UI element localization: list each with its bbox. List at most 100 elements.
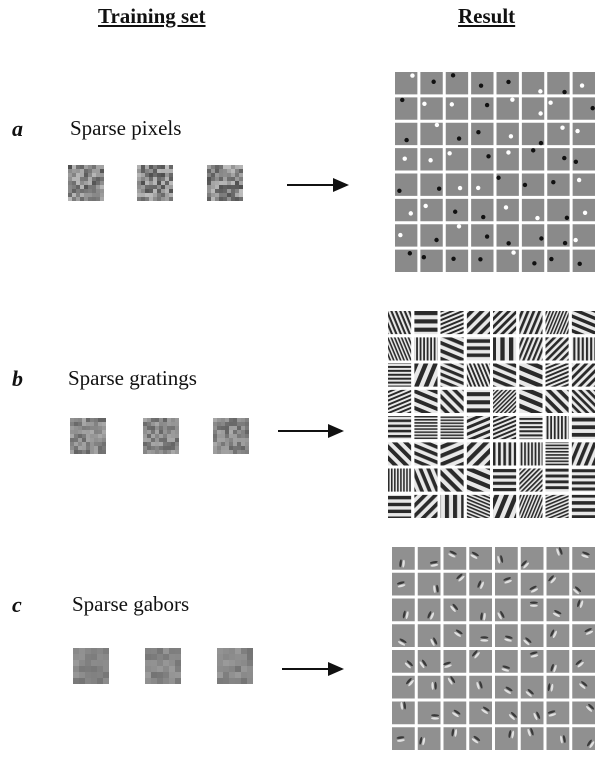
basis-function-tile: [546, 675, 570, 699]
training-patch-a-2: [137, 165, 173, 201]
basis-function-tile: [571, 442, 595, 466]
basis-function-tile: [395, 97, 418, 120]
basis-function-tile: [417, 701, 441, 725]
training-patch-c-3: [217, 648, 253, 684]
basis-function-tile: [520, 547, 544, 570]
basis-function-tile: [545, 494, 569, 518]
basis-function-tile: [519, 416, 543, 440]
basis-function-tile: [392, 624, 415, 647]
basis-function-tile: [546, 727, 570, 750]
basis-function-tile: [392, 650, 415, 673]
basis-function-tile: [547, 224, 570, 247]
basis-function-tile: [546, 624, 570, 647]
basis-function-tile: [466, 442, 490, 466]
basis-function-tile: [440, 416, 464, 440]
basis-function-tile: [520, 598, 544, 622]
basis-function-tile: [445, 198, 469, 222]
basis-function-tile: [392, 547, 415, 570]
basis-function-tile: [443, 727, 467, 750]
basis-function-tile: [521, 72, 545, 95]
basis-function-tile: [521, 224, 545, 247]
basis-function-tile: [469, 572, 492, 596]
basis-function-tile: [417, 547, 441, 570]
basis-function-tile: [493, 468, 517, 492]
basis-function-tile: [440, 494, 464, 518]
basis-function-tile: [521, 122, 545, 146]
basis-function-tile: [445, 148, 469, 171]
basis-function-tile: [466, 311, 490, 335]
basis-function-tile: [466, 389, 490, 413]
basis-function-tile: [496, 97, 519, 120]
basis-function-tile: [495, 727, 518, 750]
basis-function-tile: [471, 224, 494, 247]
basis-function-tile: [466, 494, 490, 518]
basis-function-tile: [496, 173, 519, 196]
basis-function-tile: [443, 675, 467, 699]
basis-function-tile: [495, 547, 518, 570]
basis-function-tile: [414, 363, 438, 387]
basis-function-tile: [547, 72, 570, 95]
basis-function-tile: [521, 148, 545, 171]
basis-function-tile: [466, 337, 490, 361]
basis-function-tile: [388, 416, 412, 440]
basis-function-tile: [414, 442, 438, 466]
basis-function-tile: [417, 572, 441, 596]
basis-function-tile: [547, 249, 570, 272]
basis-function-tile: [519, 389, 543, 413]
basis-function-tile: [546, 547, 570, 570]
basis-function-tile: [521, 97, 545, 120]
basis-function-tile: [445, 249, 469, 272]
basis-function-tile: [520, 675, 544, 699]
basis-function-tile: [417, 650, 441, 673]
training-patch-b-3: [213, 418, 249, 454]
training-patch-a-3: [207, 165, 243, 201]
basis-function-tile: [571, 311, 595, 335]
basis-function-tile: [545, 363, 569, 387]
basis-function-tile: [572, 72, 595, 95]
panel-b-label: Sparse gratings: [68, 366, 197, 390]
basis-function-tile: [519, 494, 543, 518]
basis-function-tile: [466, 363, 490, 387]
basis-function-tile: [469, 650, 492, 673]
basis-function-tile: [420, 72, 443, 95]
basis-function-tile: [440, 311, 464, 335]
basis-function-tile: [392, 598, 415, 622]
basis-function-tile: [388, 468, 412, 492]
basis-function-tile: [388, 337, 412, 361]
basis-function-tile: [395, 249, 418, 272]
basis-function-tile: [445, 97, 469, 120]
arrow-c: [282, 662, 344, 676]
basis-function-tile: [445, 122, 469, 146]
basis-function-tile: [571, 416, 595, 440]
training-patch-c-1: [73, 648, 109, 684]
basis-function-tile: [392, 675, 415, 699]
basis-function-tile: [417, 727, 441, 750]
panel-c-label: Sparse gabors: [72, 592, 190, 616]
basis-function-tile: [471, 249, 494, 272]
basis-function-tile: [495, 624, 518, 647]
basis-function-tile: [571, 389, 595, 413]
basis-function-tile: [417, 624, 441, 647]
basis-function-tile: [547, 148, 570, 171]
basis-function-tile: [440, 363, 464, 387]
basis-function-tile: [496, 148, 519, 171]
basis-function-tile: [571, 468, 595, 492]
basis-function-tile: [445, 224, 469, 247]
basis-function-tile: [572, 198, 595, 222]
basis-function-tile: [519, 337, 543, 361]
arrow-a: [287, 178, 349, 192]
basis-function-tile: [495, 701, 518, 725]
basis-function-tile: [417, 598, 441, 622]
training-patch-b-2: [143, 418, 179, 454]
basis-function-tile: [443, 624, 467, 647]
basis-function-tile: [388, 494, 412, 518]
training-patch-c-2: [145, 648, 181, 684]
basis-function-tile: [496, 72, 519, 95]
basis-function-tile: [420, 122, 443, 146]
basis-function-tile: [547, 173, 570, 196]
basis-function-tile: [496, 198, 519, 222]
basis-function-tile: [493, 416, 517, 440]
basis-function-tile: [572, 148, 595, 171]
basis-function-tile: [546, 650, 570, 673]
